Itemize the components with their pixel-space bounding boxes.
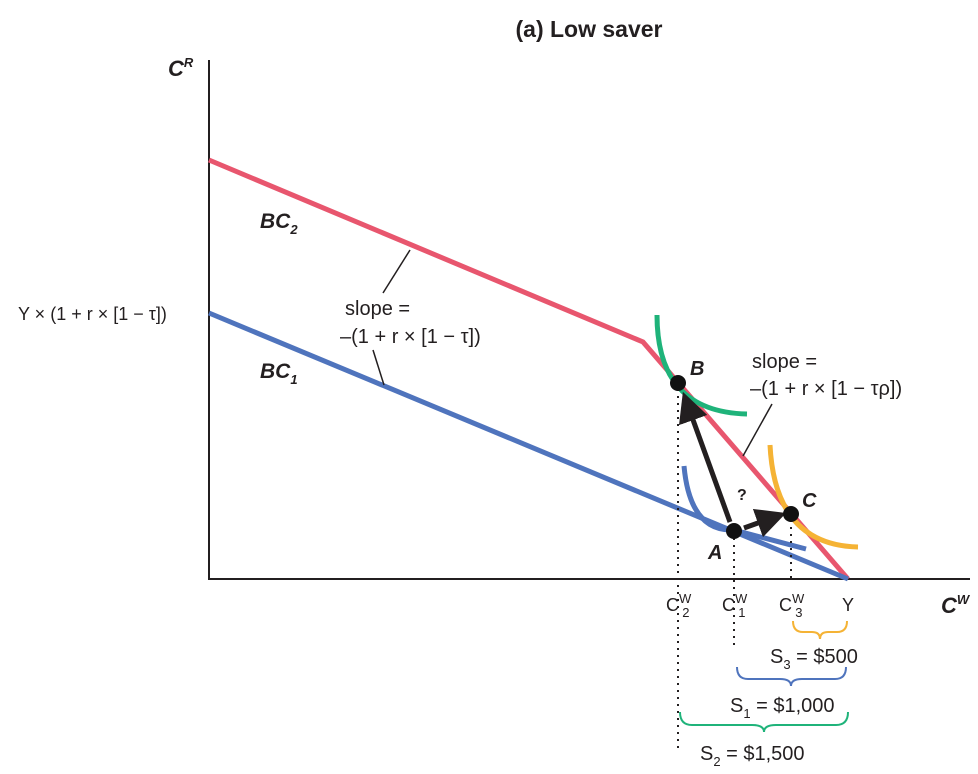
- y-axis-label: CR: [168, 55, 194, 81]
- savings-s1: S1 = $1,000: [730, 695, 835, 721]
- point-a: [726, 523, 742, 539]
- y-intercept-label: Y × (1 + r × [1 − τ]): [18, 304, 167, 324]
- savings-s2: S2 = $1,500: [700, 743, 805, 769]
- savings-s3: S3 = $500: [770, 646, 858, 672]
- slope-pointer-bc1: [372, 349, 385, 386]
- arrow-a-to-c: [743, 508, 787, 538]
- slope-pointer-steep: [742, 403, 773, 457]
- brace-s3: [792, 620, 848, 640]
- slope-right-line1: slope =: [752, 351, 817, 373]
- point-c-label: C: [802, 490, 817, 512]
- point-a-label: A: [707, 542, 722, 564]
- slope-pointer-bc2: [382, 249, 411, 294]
- bc1-label: BC1: [260, 360, 298, 387]
- slope-annotation-left: slope = –(1 + r × [1 − τ]): [340, 249, 481, 386]
- brace-s2: [679, 711, 849, 733]
- x-axis-label: CW: [941, 592, 971, 618]
- slope-annotation-right: slope = –(1 + r × [1 − τρ]): [742, 351, 902, 457]
- bc2-label: BC2: [260, 210, 298, 237]
- chart-title: (a) Low saver: [516, 16, 663, 42]
- slope-right-line2: –(1 + r × [1 − τρ]): [750, 378, 902, 400]
- slope-left-line1: slope =: [345, 298, 410, 320]
- point-b-label: B: [690, 358, 704, 380]
- tick-y: Y: [842, 595, 854, 615]
- point-c: [783, 506, 799, 522]
- brace-s1: [736, 666, 847, 687]
- arrow-a-to-b: [679, 391, 733, 523]
- bc1-line: [208, 310, 849, 582]
- drop-lines: [677, 389, 792, 752]
- question-mark: ?: [737, 487, 747, 504]
- slope-left-line2: –(1 + r × [1 − τ]): [340, 326, 481, 348]
- point-b: [670, 375, 686, 391]
